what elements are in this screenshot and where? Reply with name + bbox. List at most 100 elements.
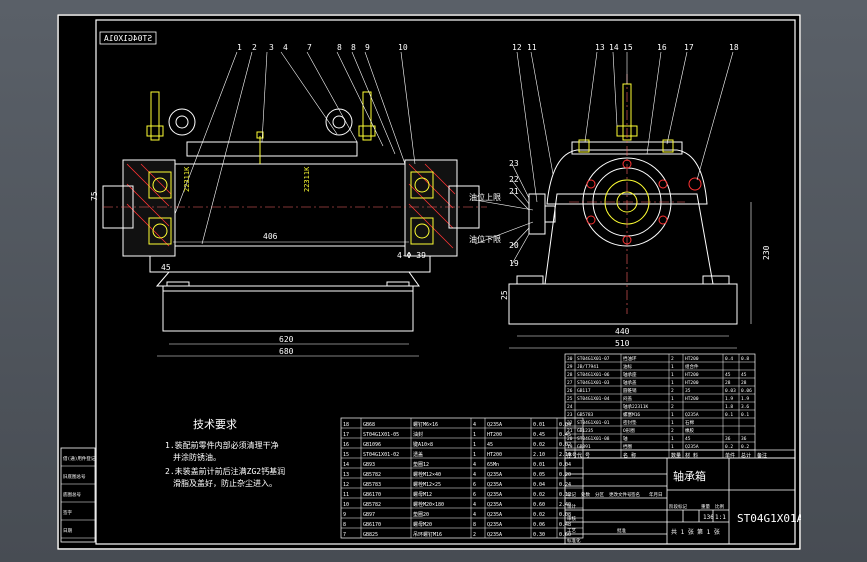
- outer-border: [57, 14, 801, 550]
- bom-cell: 4: [473, 462, 476, 468]
- bom-cell: 0.2: [725, 444, 733, 450]
- bom-header-cell: 数量: [671, 452, 681, 459]
- bom-cell: 螺母M20: [413, 521, 432, 528]
- title-block-text: 轴承箱 ST04G1X01A 136 1:1 共 1 张 第 1 张 标记处数分…: [567, 469, 804, 544]
- bom-cell: GB6170: [363, 522, 381, 528]
- bom-cell: GB93: [363, 462, 375, 468]
- bom-cell: 1: [671, 380, 674, 386]
- drawing-number: ST04G1X01A: [737, 512, 801, 525]
- bom-cell: 65Mn: [487, 462, 499, 468]
- bom-cell: Q235A: [487, 482, 502, 488]
- bom-cell: GB6170: [363, 492, 381, 498]
- bom-cell: 0.01: [533, 462, 545, 468]
- dim-total-b: 680: [279, 347, 294, 356]
- bom-cell: GB891: [577, 444, 591, 450]
- bom-cell: 22: [567, 420, 573, 426]
- dim-holes: 4-Φ 39: [397, 251, 426, 260]
- bom-cell: ST04G1X01-02: [363, 452, 399, 458]
- bom-cell: 3.6: [741, 404, 749, 410]
- bom-cell: 29: [567, 364, 573, 370]
- dim-base-outer: 510: [615, 339, 630, 348]
- bom-cell: ST04G1X01-05: [363, 432, 399, 438]
- left-strip-label: 日期: [63, 528, 72, 534]
- title-block-label: 批准: [617, 527, 626, 534]
- bom-cell: 0.8: [741, 356, 749, 362]
- bom-cell: GB5782: [363, 472, 381, 478]
- bom-cell: 16: [343, 442, 349, 448]
- technical-requirements: 技术要求 1.装配前零件内部必须清理干净 并涂防锈油。 2.未装盖前计前后注满Z…: [165, 418, 285, 488]
- dim-foot: 45: [161, 263, 171, 272]
- bom-cell: 透盖: [413, 451, 423, 458]
- part-label: 22: [509, 175, 519, 184]
- bom-header-cell: 名 称: [623, 452, 636, 459]
- bom-cell: GB1096: [363, 442, 381, 448]
- title-block-label: 签名: [631, 491, 640, 498]
- bom-cell: 21: [567, 428, 573, 434]
- bom-cell: 1: [671, 412, 674, 418]
- bom-cell: Q235A: [487, 422, 502, 428]
- bom-cell: 0.45: [533, 432, 545, 438]
- bom-cell: 0.30: [533, 532, 545, 538]
- bom-cell: 1: [671, 364, 674, 370]
- bom-cell: Q235A: [487, 522, 502, 528]
- oil-lower-note: 油位下限: [469, 234, 501, 244]
- bom-header-cell: 备注: [757, 452, 767, 459]
- bom-cell: 4: [473, 512, 476, 518]
- bom-cell: 0.60: [533, 502, 545, 508]
- tech-req-line: 并涂防锈油。: [173, 452, 221, 462]
- bom-cell: 20: [567, 436, 573, 442]
- bom-cell: 2: [671, 388, 674, 394]
- bom-cell: 挡油环: [623, 355, 637, 362]
- left-strip-label: 旧底图总号: [63, 473, 86, 480]
- bom-cell: 挡圈: [623, 443, 632, 450]
- bom-cell: 4: [473, 472, 476, 478]
- bom-cell: GB117: [577, 388, 591, 394]
- bom-cell: 0.01: [533, 422, 545, 428]
- bom-cell: 0.06: [533, 522, 545, 528]
- tech-req-line: 滑脂及盖好，防止杂尘进入。: [173, 478, 277, 488]
- bom-cell: GB68: [363, 422, 375, 428]
- side-view: [474, 51, 752, 349]
- bom-cell: 36: [725, 436, 731, 442]
- bom-cell: GB5783: [577, 412, 594, 418]
- title-block-label: 更改文件号: [609, 491, 632, 498]
- bom-header-cell: 代 号: [577, 452, 590, 459]
- bom-cell: HT200: [487, 432, 502, 438]
- title-block: [564, 457, 796, 545]
- title-block-label: 设计: [567, 503, 576, 510]
- bom-cell: 0.02: [533, 492, 545, 498]
- bom-cell: 0.05: [533, 472, 545, 478]
- part-label: 9: [365, 43, 370, 52]
- dim-total-a: 620: [279, 335, 294, 344]
- title-block-label: 标记: [567, 491, 576, 498]
- bom-cell: 23: [567, 412, 573, 418]
- bom-cell: 吊环螺钉M16: [413, 531, 442, 538]
- bom-cell: 1.8: [725, 404, 733, 410]
- bom-cell: 组合件: [685, 363, 699, 370]
- bom-cell: 0.03: [725, 388, 736, 394]
- bom-cell: 7: [343, 532, 346, 538]
- bom-cell: 1: [473, 452, 476, 458]
- drawing-canvas: ST04G1X01A: [57, 14, 804, 550]
- bom-cell: 轴承盖: [623, 379, 637, 386]
- part-label: 7: [307, 43, 312, 52]
- bom-cell: 4: [473, 502, 476, 508]
- bom-cell: 9: [343, 512, 346, 518]
- bom-cell: 1: [671, 372, 674, 378]
- bom-cell: 0.2: [741, 444, 749, 450]
- bom-cell: HT200: [685, 372, 699, 378]
- bom-cell: 1.9: [741, 396, 749, 402]
- left-strip-label: 借(通)用件登记: [63, 455, 96, 462]
- bom-cell: 10: [343, 502, 349, 508]
- title-block-label: 阶段标记: [669, 503, 687, 510]
- sheet-code-top: ST04G1X01A: [104, 34, 152, 43]
- bom-cell: 30: [567, 356, 573, 362]
- bom-cell: 11: [343, 492, 349, 498]
- bom-cell: 螺栓M12×40: [413, 471, 441, 478]
- bom-cell: Q235A: [487, 532, 502, 538]
- bom-cell: 24: [567, 404, 573, 410]
- bom-cell: 0.02: [533, 442, 545, 448]
- front-view: [102, 51, 487, 357]
